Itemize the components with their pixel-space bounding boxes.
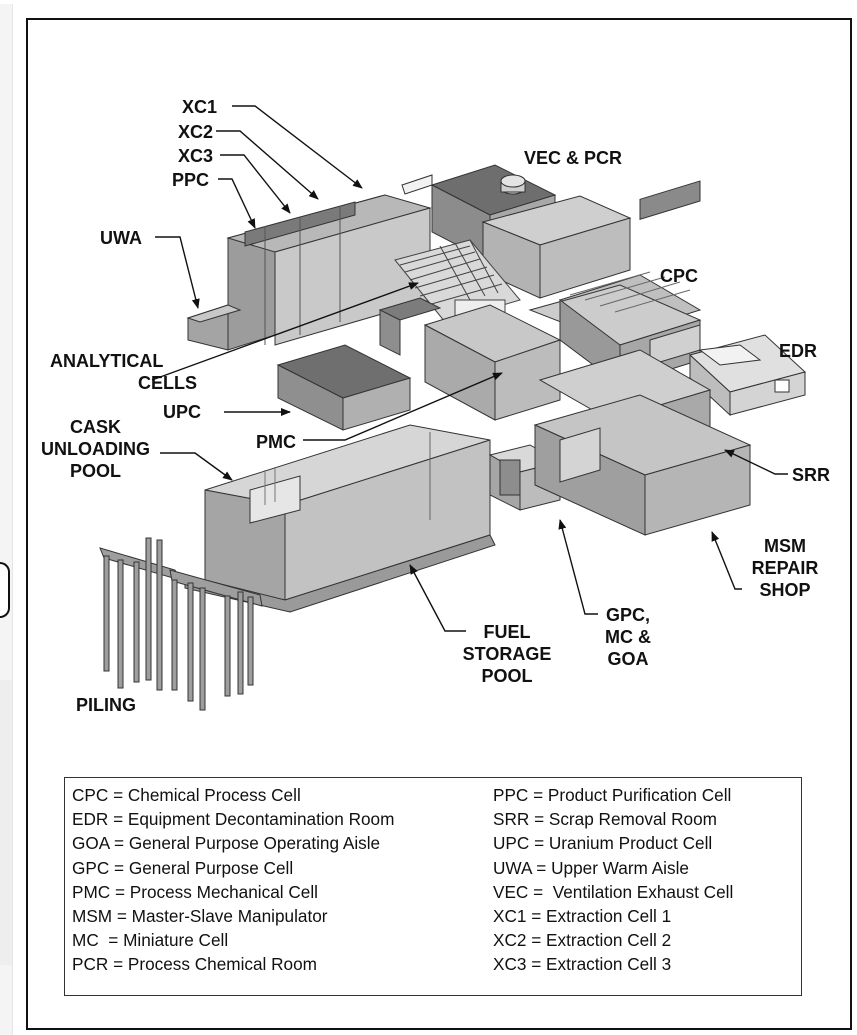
legend-entry: XC3 = Extraction Cell 3 <box>493 954 672 975</box>
label-edr: EDR <box>779 341 818 361</box>
label-gpc-mc-goa: GPC, MC & GOA <box>588 604 668 670</box>
label-xc2: XC2 <box>178 122 214 142</box>
legend-entry: GPC = General Purpose Cell <box>72 857 294 878</box>
label-gpc-line2: MC & <box>605 627 651 647</box>
label-ppc: PPC <box>172 170 210 190</box>
label-gpc-line1: GPC, <box>605 605 650 625</box>
legend-entry: UPC = Uranium Product Cell <box>493 833 713 854</box>
label-msm-line2: REPAIR <box>751 558 819 578</box>
page-edge-shade <box>0 680 12 965</box>
label-fuel-line2: STORAGE <box>462 644 552 664</box>
label-cask-line3: POOL <box>69 461 121 481</box>
label-xc1: XC1 <box>182 97 218 117</box>
label-msm-line1: MSM <box>764 536 806 556</box>
label-uwa: UWA <box>100 228 142 248</box>
legend-entry: XC1 = Extraction Cell 1 <box>493 906 672 927</box>
legend-entry: PPC = Product Purification Cell <box>493 785 732 805</box>
label-cask-line2: UNLOADING <box>41 439 150 459</box>
label-fuel-line1: FUEL <box>483 622 531 642</box>
legend-entry: SRR = Scrap Removal Room <box>493 809 717 830</box>
label-analytical-cells: ANALYTICAL CELLS <box>50 350 197 394</box>
label-pmc: PMC <box>256 432 296 452</box>
label-analytical-cells-line1: ANALYTICAL <box>50 351 164 371</box>
label-srr: SRR <box>792 465 831 485</box>
legend-entry: CPC = Chemical Process Cell <box>72 785 301 805</box>
label-msm-line3: SHOP <box>759 580 811 600</box>
abbreviation-legend: CPC = Chemical Process Cell EDR = Equipm… <box>64 777 802 996</box>
legend-entry: MC = Miniature Cell <box>72 930 229 951</box>
label-xc3: XC3 <box>178 146 214 166</box>
cpc-block <box>528 271 702 386</box>
legend-entry: MSM = Master-Slave Manipulator <box>72 906 328 927</box>
label-piling: PILING <box>76 695 137 715</box>
edr-block <box>688 334 807 417</box>
label-fuel-storage-pool: FUEL STORAGE POOL <box>452 621 562 687</box>
label-gpc-line3: GOA <box>607 649 649 669</box>
label-vec-pcr: VEC & PCR <box>524 148 623 168</box>
legend-right-column: PPC = Product Purification Cell SRR = Sc… <box>493 783 733 977</box>
label-analytical-cells-line2: CELLS <box>138 373 198 393</box>
cask-unloading-pool <box>184 424 496 613</box>
legend-entry: PCR = Process Chemical Room <box>72 954 317 975</box>
label-cask-unloading-pool: CASK UNLOADING POOL <box>38 416 153 482</box>
label-upc: UPC <box>163 402 202 422</box>
vec-pcr-block <box>401 164 632 299</box>
legend-left-column: CPC = Chemical Process Cell EDR = Equipm… <box>72 783 394 977</box>
legend-entry: VEC = Ventilation Exhaust Cell <box>493 881 734 902</box>
upc-block <box>276 297 442 431</box>
legend-entry: PMC = Process Mechanical Cell <box>72 881 318 902</box>
legend-entry: XC2 = Extraction Cell 2 <box>493 930 672 951</box>
label-msm-repair-shop: MSM REPAIR SHOP <box>740 535 830 601</box>
legend-entry: EDR = Equipment Decontamination Room <box>72 809 395 830</box>
label-fuel-line3: POOL <box>481 666 533 686</box>
label-cpc: CPC <box>660 266 699 286</box>
msm-repair-shop-block <box>533 394 752 536</box>
label-cask-line1: CASK <box>69 417 121 437</box>
label-leader-lines <box>151 105 788 632</box>
legend-entry: UWA = Upper Warm Aisle <box>493 857 689 878</box>
legend-entry: GOA = General Purpose Operating Aisle <box>72 833 381 854</box>
piling-structure <box>99 537 263 711</box>
